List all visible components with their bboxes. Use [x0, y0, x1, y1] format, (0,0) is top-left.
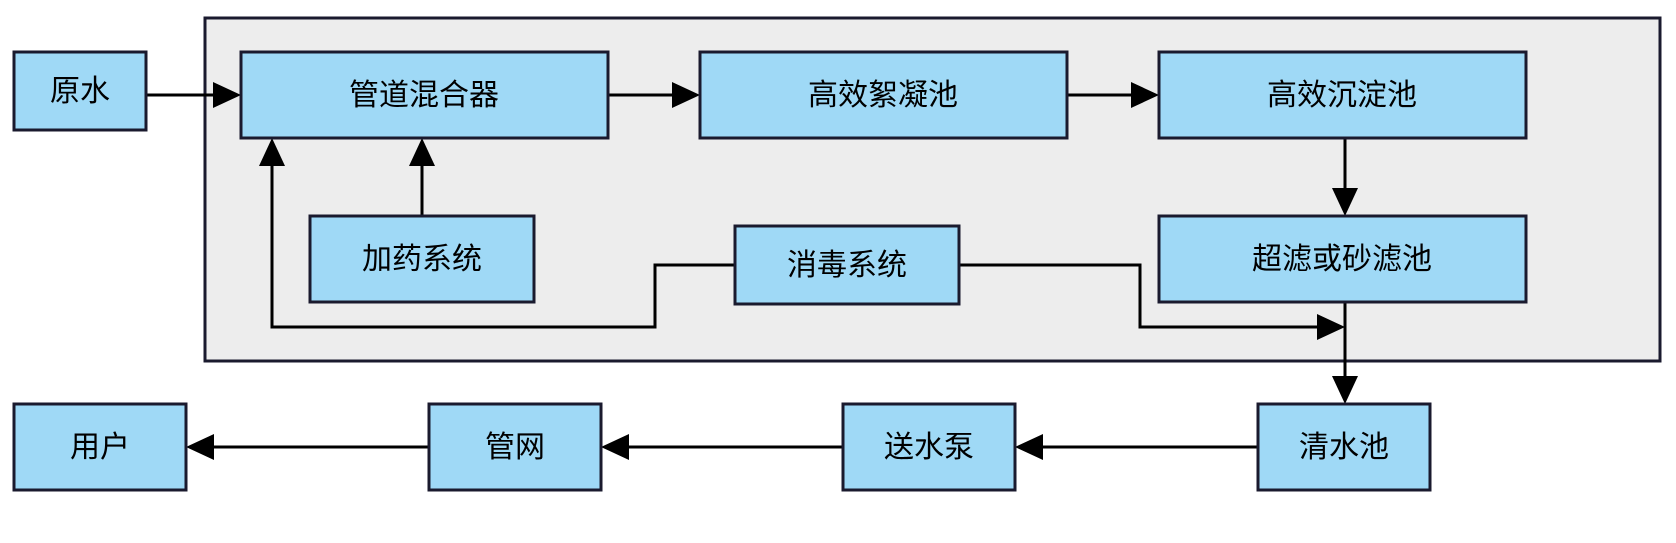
node-raw-water[interactable]: 原水 — [12, 50, 148, 132]
node-sedimentation-tank-box[interactable] — [1157, 50, 1528, 140]
node-disinfection-system-label: 消毒系统 — [787, 249, 907, 282]
node-disinfection-system[interactable]: 消毒系统 — [733, 224, 961, 306]
arrowhead-sedimentation-to-filtration — [1332, 188, 1358, 216]
arrowhead-clear-well-to-delivery-pump — [1015, 434, 1043, 460]
arrowhead-dosing-system-to-pipe-mixer — [409, 138, 435, 166]
node-clear-well-box[interactable] — [1256, 402, 1432, 492]
node-pipe-mixer-box[interactable] — [239, 50, 610, 140]
edge-layer — [146, 82, 1358, 460]
node-pipe-network[interactable]: 管网 — [427, 402, 603, 492]
node-sedimentation-tank-label: 高效沉淀池 — [1267, 79, 1417, 112]
node-dosing-system-label: 加药系统 — [362, 243, 482, 276]
node-dosing-system[interactable]: 加药系统 — [308, 214, 536, 304]
node-filtration-tank-label: 超滤或砂滤池 — [1252, 243, 1432, 276]
arrowhead-disinfection-to-pipe-mixer — [259, 138, 285, 166]
arrowhead-pipe-mixer-to-flocculation — [672, 82, 700, 108]
node-pipe-mixer[interactable]: 管道混合器 — [239, 50, 610, 140]
node-pipe-mixer-label: 管道混合器 — [349, 79, 499, 112]
node-layer: 原水 管道混合器 高效絮凝池 高效沉淀池 加药系统 消毒系统 — [12, 50, 1528, 492]
node-delivery-pump-box[interactable] — [841, 402, 1017, 492]
node-users[interactable]: 用户 — [12, 402, 188, 492]
node-pipe-network-box[interactable] — [427, 402, 603, 492]
node-disinfection-system-box[interactable] — [733, 224, 961, 306]
node-raw-water-label: 原水 — [50, 75, 110, 108]
node-filtration-tank-box[interactable] — [1157, 214, 1528, 304]
node-flocculation-tank[interactable]: 高效絮凝池 — [698, 50, 1069, 140]
edge-disinfection-to-filtration-outlet — [959, 263, 1322, 329]
node-sedimentation-tank[interactable]: 高效沉淀池 — [1157, 50, 1528, 140]
node-users-label: 用户 — [70, 431, 130, 464]
node-clear-well-label: 清水池 — [1299, 431, 1389, 464]
node-pipe-network-label: 管网 — [485, 431, 545, 464]
arrowhead-pipe-network-to-users — [186, 434, 214, 460]
arrowhead-flocculation-to-sedimentation — [1131, 82, 1159, 108]
arrowhead-delivery-pump-to-pipe-network — [601, 434, 629, 460]
node-users-box[interactable] — [12, 402, 188, 492]
node-clear-well[interactable]: 清水池 — [1256, 402, 1432, 492]
node-dosing-system-box[interactable] — [308, 214, 536, 304]
node-raw-water-box[interactable] — [12, 50, 148, 132]
node-flocculation-tank-box[interactable] — [698, 50, 1069, 140]
arrowhead-disinfection-to-filtration-outlet — [1317, 314, 1345, 340]
node-flocculation-tank-label: 高效絮凝池 — [808, 79, 958, 112]
arrowhead-raw-water-to-pipe-mixer — [213, 82, 241, 108]
edge-disinfection-to-pipe-mixer — [270, 161, 735, 329]
arrowhead-filtration-to-clear-well — [1332, 376, 1358, 404]
node-delivery-pump[interactable]: 送水泵 — [841, 402, 1017, 492]
node-delivery-pump-label: 送水泵 — [884, 431, 974, 464]
node-filtration-tank[interactable]: 超滤或砂滤池 — [1157, 214, 1528, 304]
